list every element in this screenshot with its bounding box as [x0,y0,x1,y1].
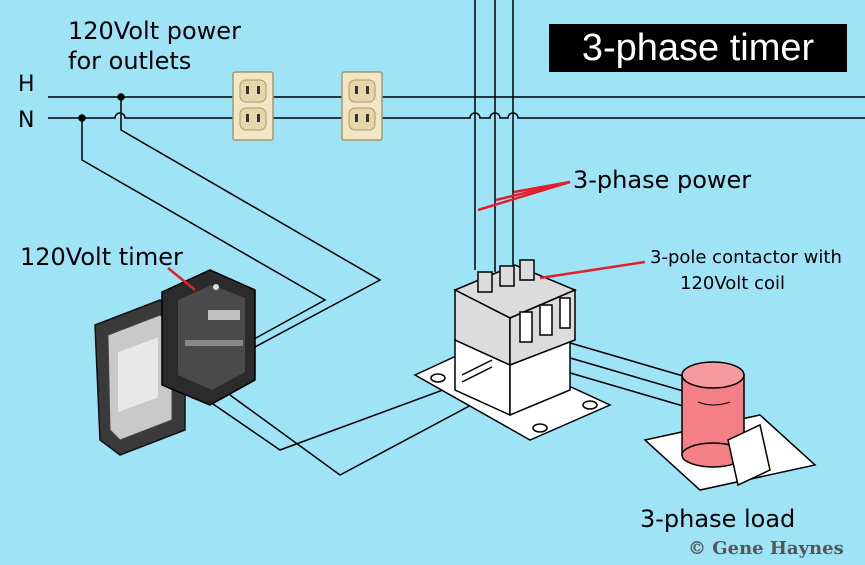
label-three-phase-power: 3-phase power [573,166,752,194]
load-wire-1 [559,339,691,379]
label-outlet-power-line2: for outlets [68,47,192,75]
diagram-title: 3-phase timer [549,24,847,72]
coil-wire-2 [229,394,491,476]
load-wire-2 [559,354,691,394]
label-neutral: N [18,108,35,133]
terminal-box [727,423,771,487]
outlet-1 [232,71,274,141]
label-contactor-line2: 120Volt coil [680,273,785,294]
timer-feed-wires [81,97,491,476]
neutral-to-timer-wire [81,118,327,356]
timer-device [94,269,256,456]
coil-wire-1 [199,379,471,451]
label-hot: H [18,72,35,97]
three-phase-wires [474,0,691,409]
outlet-supply-wires [48,93,865,122]
copyright-notice: © Gene Haynes [688,538,844,559]
outlet-2 [341,71,383,141]
contactor-device [413,259,612,441]
label-contactor-line1: 3-pole contactor with [650,247,842,268]
label-load: 3-phase load [640,505,796,533]
label-timer: 120Volt timer [20,243,183,271]
callout-pointers [167,180,646,291]
neutral-wire [48,112,865,119]
hot-to-timer-wire [120,97,382,356]
load-wire-3 [559,369,691,409]
load-device [643,361,817,491]
label-outlet-power-line1: 120Volt power [68,17,241,45]
